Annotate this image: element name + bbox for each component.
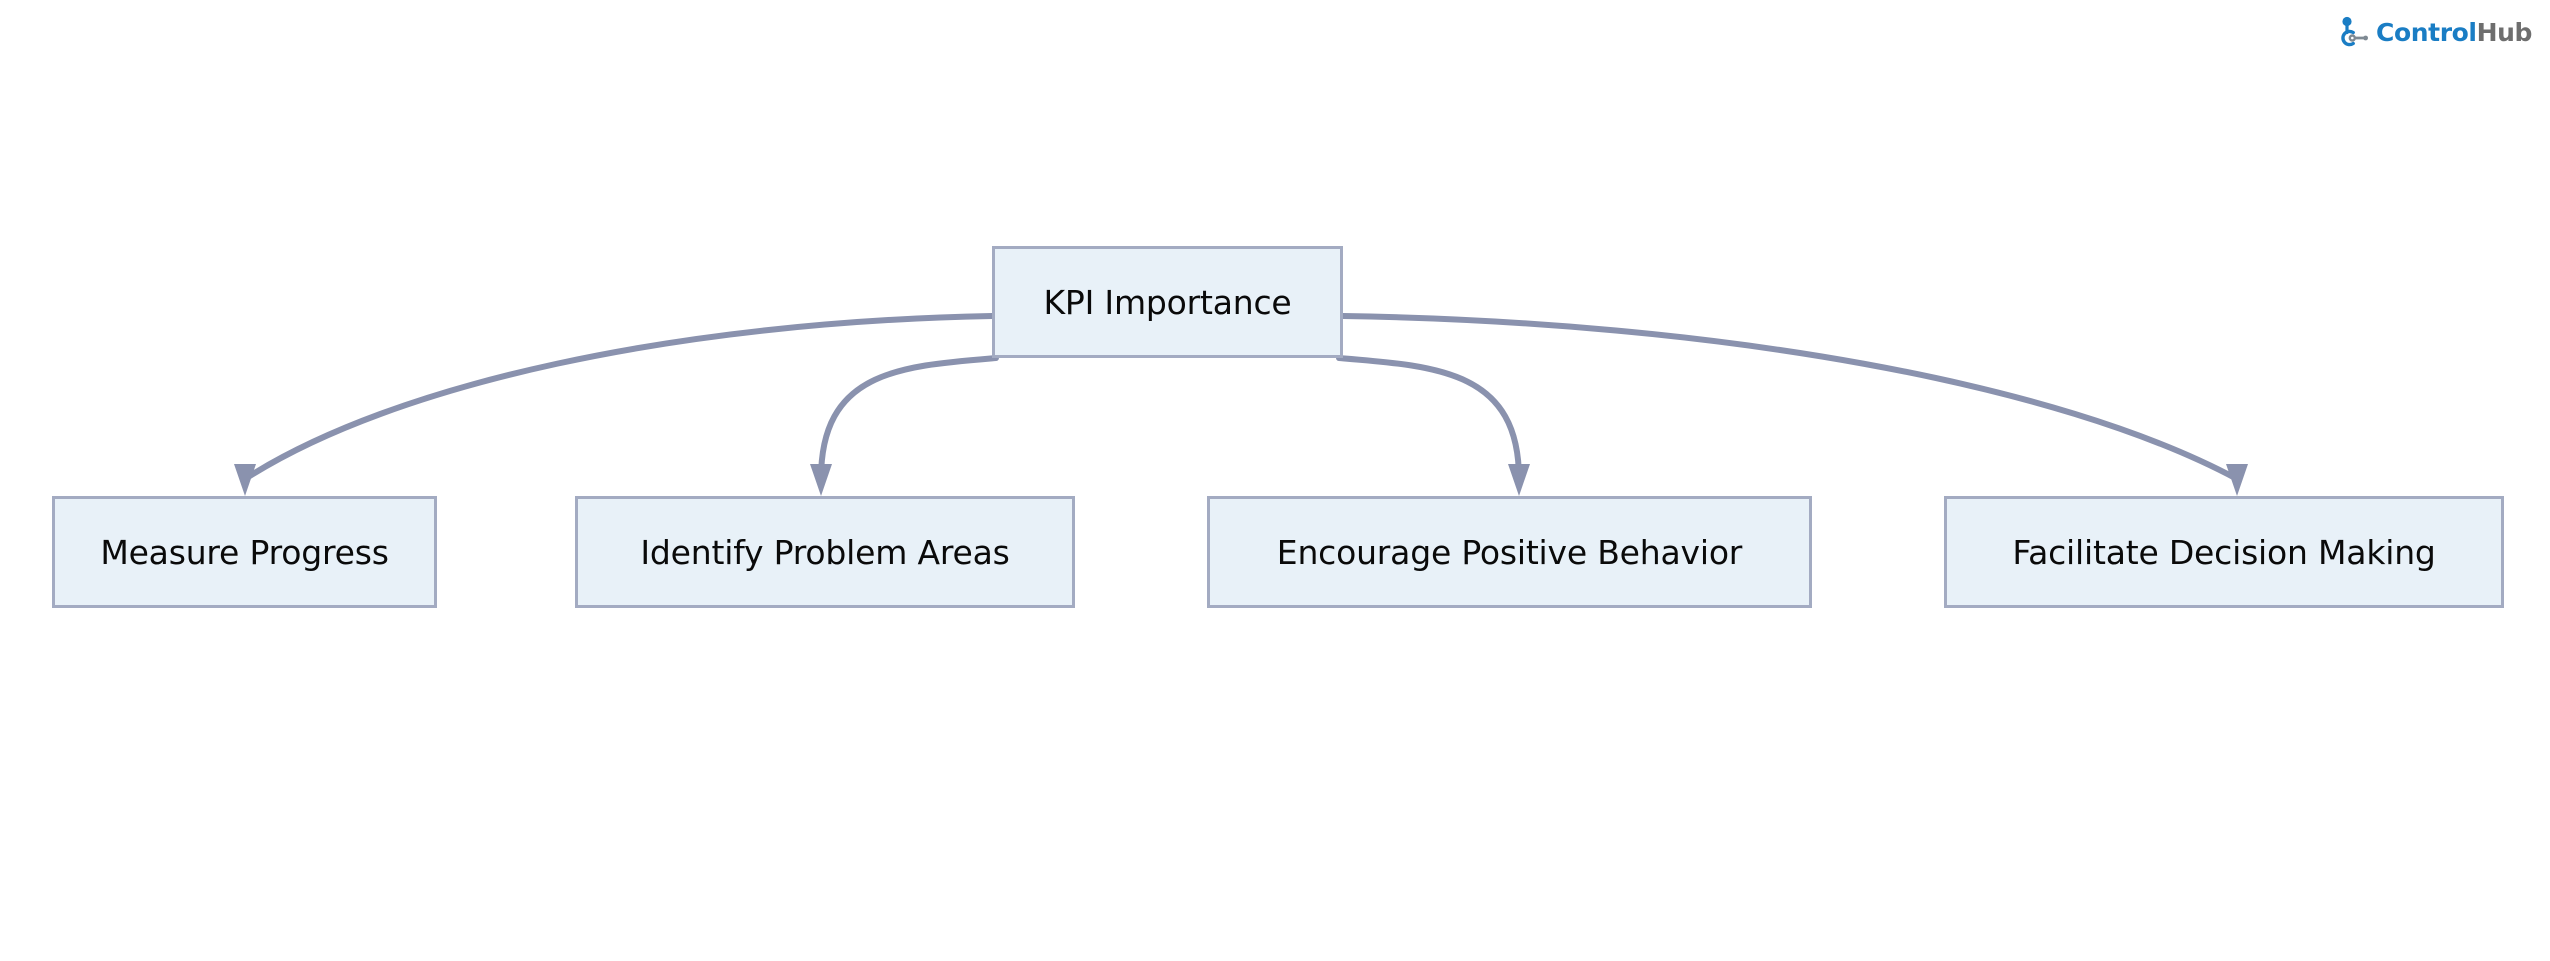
controlhub-logo: ControlHub xyxy=(2339,14,2532,50)
node-kpi-importance[interactable]: KPI Importance xyxy=(992,246,1343,358)
logo-word-primary: Control xyxy=(2376,17,2477,47)
edge-kpi-importance-to-measure-progress xyxy=(242,313,995,482)
edge-kpi-importance-to-facilitate-decision-making xyxy=(1340,313,2240,482)
node-label: Facilitate Decision Making xyxy=(2012,532,2436,572)
edge-kpi-importance-to-identify-problem-areas xyxy=(818,355,999,482)
node-label: Identify Problem Areas xyxy=(640,532,1010,572)
node-measure-progress[interactable]: Measure Progress xyxy=(52,496,437,608)
edge-kpi-importance-to-encourage-positive-behavior xyxy=(1336,355,1522,482)
logo-wordmark: ControlHub xyxy=(2376,20,2532,45)
arrowhead-facilitate-decision-making xyxy=(2226,464,2248,496)
node-encourage-positive-behavior[interactable]: Encourage Positive Behavior xyxy=(1207,496,1812,608)
node-facilitate-decision-making[interactable]: Facilitate Decision Making xyxy=(1944,496,2504,608)
logo-word-secondary: Hub xyxy=(2476,17,2533,47)
edge-paths xyxy=(242,313,2240,482)
node-identify-problem-areas[interactable]: Identify Problem Areas xyxy=(575,496,1075,608)
node-label: Encourage Positive Behavior xyxy=(1276,532,1743,572)
arrow-heads xyxy=(234,464,2248,496)
controlhub-node-logo-icon xyxy=(2341,16,2369,47)
arrowhead-identify-problem-areas xyxy=(810,464,832,496)
arrowhead-encourage-positive-behavior xyxy=(1508,464,1530,496)
arrowhead-measure-progress xyxy=(234,464,256,496)
node-label: KPI Importance xyxy=(1043,282,1292,322)
node-label: Measure Progress xyxy=(100,532,389,572)
